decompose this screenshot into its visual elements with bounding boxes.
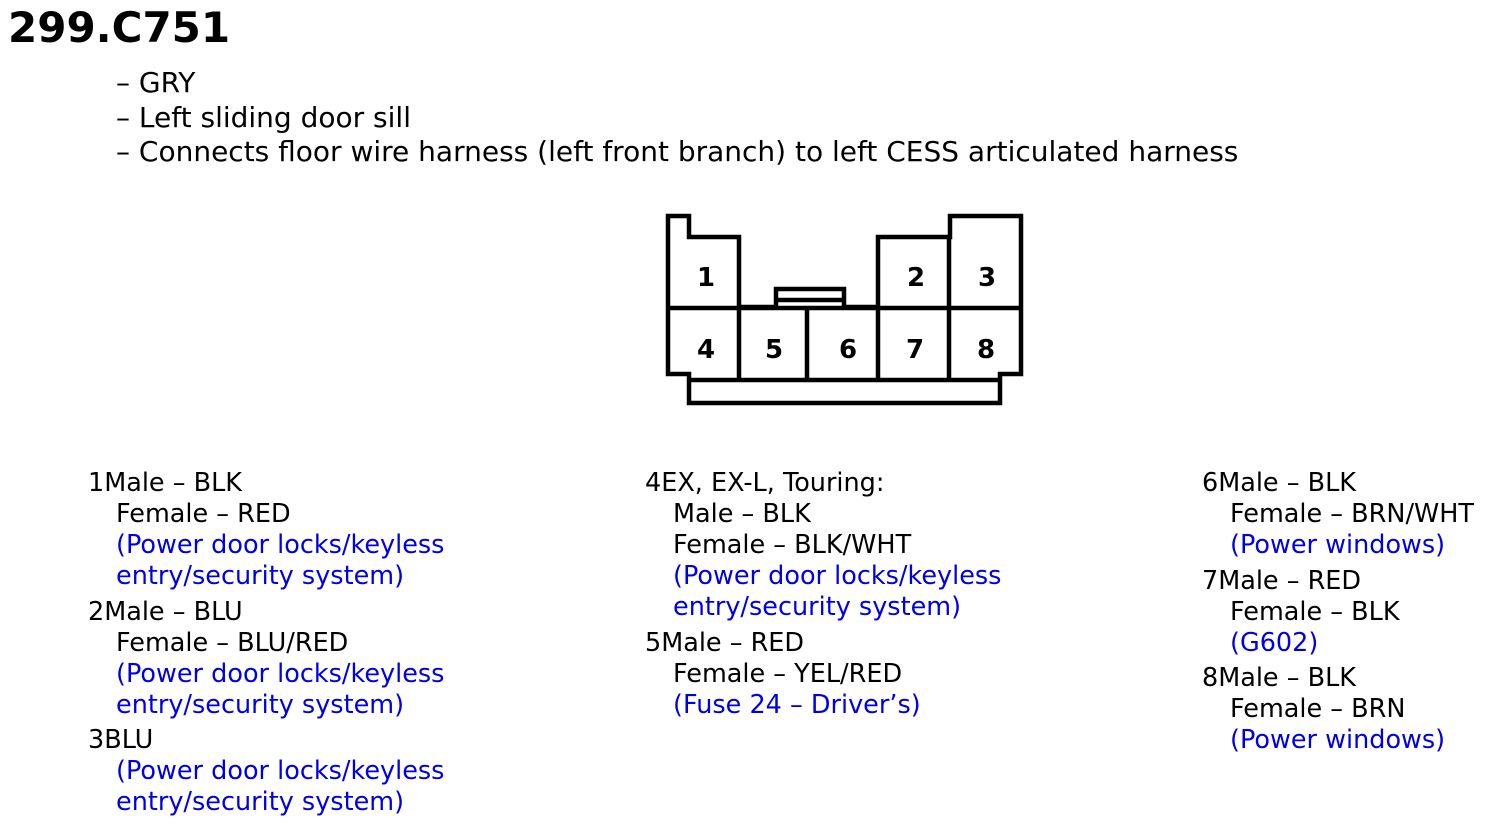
pin-1-female: Female – RED [116, 499, 291, 529]
connector-color: – GRY [116, 66, 196, 99]
pin-3-circuit-cont: entry/security system) [116, 787, 405, 817]
pin-1-circuit-cont: entry/security system) [116, 561, 405, 591]
pin-3-wire: 3BLU [88, 725, 154, 755]
pin-column-1: 1Male – BLK Female – RED (Power door loc… [88, 468, 444, 823]
pin-4-trim: 4EX, EX-L, Touring: [645, 468, 885, 498]
pin-8-female: Female – BRN [1230, 694, 1406, 724]
pin-column-3: 6Male – BLK Female – BRN/WHT (Power wind… [1202, 468, 1474, 761]
pin-7-male: 7Male – RED [1202, 565, 1362, 596]
pin-5-circuit: (Fuse 24 – Driver’s) [673, 689, 921, 720]
pin-8-male: 8Male – BLK [1202, 663, 1357, 693]
pin-4: 4EX, EX-L, Touring: Male – BLK Female – … [645, 468, 1001, 623]
pin-6-male: 6Male – BLK [1202, 468, 1357, 498]
pin-3: 3BLU (Power door locks/keyless entry/sec… [88, 725, 444, 818]
cavity-label-2: 2 [907, 263, 925, 293]
pin-4-male: Male – BLK [673, 499, 811, 529]
connector-details: – GRY – Left sliding door sill – Connect… [116, 66, 1238, 170]
pin-2: 2Male – BLU Female – BLU/RED (Power door… [88, 597, 444, 721]
connector-housing-outline [665, 213, 1024, 406]
cavity-label-1: 1 [697, 263, 715, 293]
pin-7: 7Male – RED Female – BLK (G602) [1202, 566, 1474, 659]
connector-connects: – Connects floor wire harness (left fron… [116, 135, 1239, 168]
cavity-label-8: 8 [977, 335, 995, 365]
pin-5-female: Female – YEL/RED [673, 658, 903, 689]
pin-8-circuit: (Power windows) [1230, 725, 1446, 755]
connector-title: 299.C751 [8, 3, 231, 52]
pin-6-circuit: (Power windows) [1230, 530, 1446, 560]
pin-column-2: 4EX, EX-L, Touring: Male – BLK Female – … [645, 468, 1001, 725]
pin-1: 1Male – BLK Female – RED (Power door loc… [88, 468, 444, 592]
pin-2-male: 2Male – BLU [88, 596, 243, 627]
pin-7-circuit: (G602) [1230, 627, 1319, 658]
pin-4-circuit: (Power door locks/keyless [673, 561, 1002, 591]
connector-face-diagram: 1 2 3 4 5 6 7 8 [665, 213, 1024, 406]
pin-6: 6Male – BLK Female – BRN/WHT (Power wind… [1202, 468, 1474, 561]
pin-3-circuit: (Power door locks/keyless [116, 756, 445, 786]
pin-2-circuit: (Power door locks/keyless [116, 658, 445, 689]
pin-1-circuit: (Power door locks/keyless [116, 530, 445, 560]
pin-4-female: Female – BLK/WHT [673, 530, 912, 560]
cavity-label-4: 4 [697, 335, 715, 365]
cavity-label-6: 6 [839, 335, 857, 365]
cavity-label-7: 7 [906, 335, 924, 365]
pin-4-circuit-cont: entry/security system) [673, 592, 962, 622]
pin-2-circuit-cont: entry/security system) [116, 689, 405, 720]
pin-8: 8Male – BLK Female – BRN (Power windows) [1202, 663, 1474, 756]
pin-5: 5Male – RED Female – YEL/RED (Fuse 24 – … [645, 628, 1001, 721]
pin-2-female: Female – BLU/RED [116, 627, 349, 658]
pin-1-male: 1Male – BLK [88, 468, 243, 498]
pin-7-female: Female – BLK [1230, 596, 1400, 627]
cavity-label-3: 3 [978, 263, 996, 293]
connector-location: – Left sliding door sill [116, 100, 411, 134]
cavity-label-5: 5 [765, 335, 783, 365]
pin-6-female: Female – BRN/WHT [1230, 499, 1475, 529]
pin-5-male: 5Male – RED [645, 627, 805, 658]
